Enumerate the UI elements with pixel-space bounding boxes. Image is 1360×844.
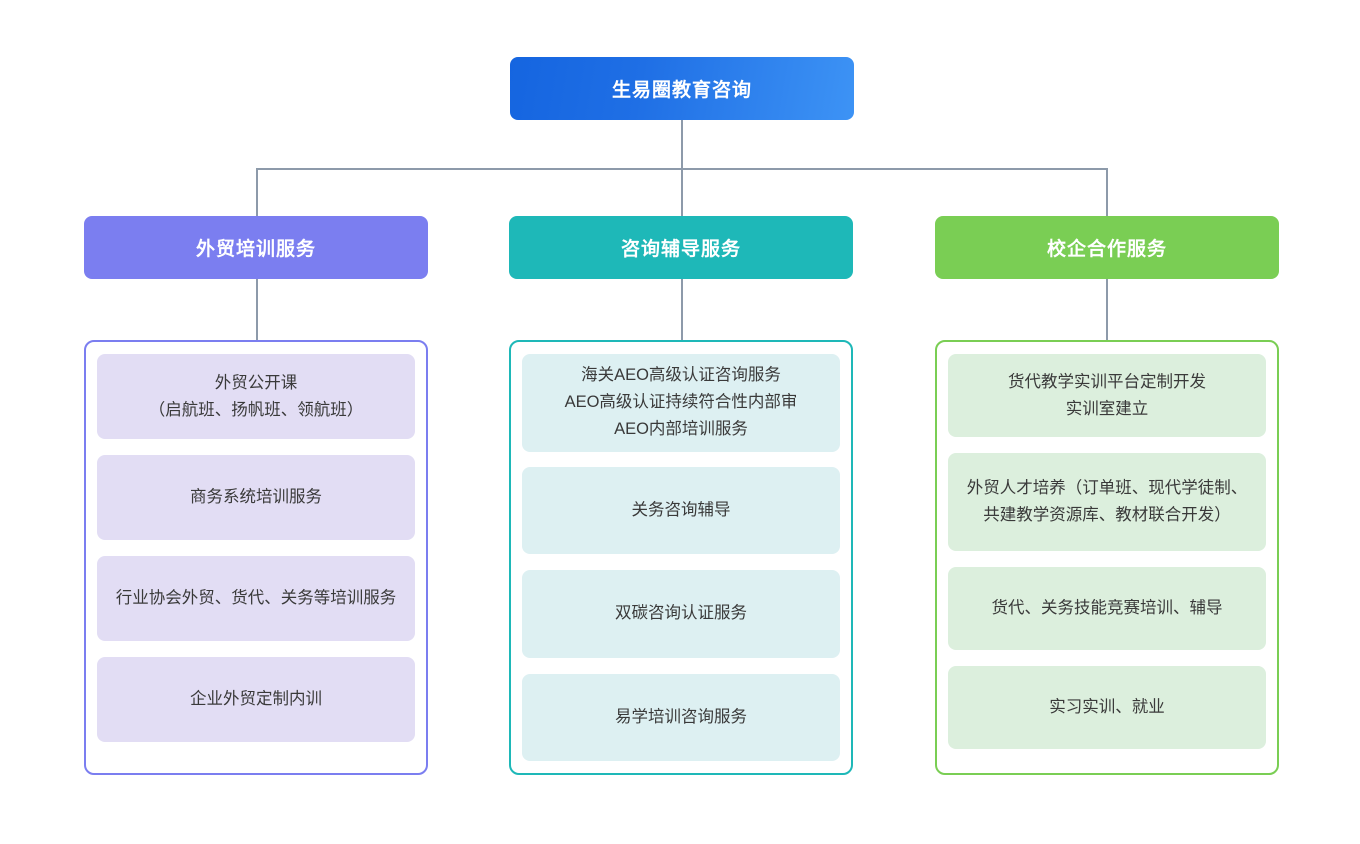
root-node[interactable]: 生易圈教育咨询 (510, 57, 854, 120)
connector-header-body-right (1106, 279, 1108, 341)
branch-column-consulting: 咨询辅导服务 海关AEO高级认证咨询服务 AEO高级认证持续符合性内部审 AEO… (509, 216, 853, 775)
leaf-item[interactable]: 实习实训、就业 (948, 666, 1266, 749)
leaf-item[interactable]: 货代、关务技能竞赛培训、辅导 (948, 567, 1266, 650)
connector-drop-middle (681, 168, 683, 216)
leaf-item[interactable]: 关务咨询辅导 (522, 466, 840, 555)
branch-column-training: 外贸培训服务 外贸公开课 （启航班、扬帆班、领航班） 商务系统培训服务 行业协会… (84, 216, 428, 775)
connector-header-body-left (256, 279, 258, 341)
leaf-item[interactable]: 外贸人才培养（订单班、现代学徒制、共建教学资源库、教材联合开发） (948, 453, 1266, 551)
leaf-item[interactable]: 双碳咨询认证服务 (522, 570, 840, 658)
connector-drop-left (256, 168, 258, 216)
leaf-item[interactable]: 易学培训咨询服务 (522, 673, 840, 761)
connector-header-body-middle (681, 279, 683, 341)
connector-drop-right (1106, 168, 1108, 216)
branch-body-school-enterprise: 货代教学实训平台定制开发 实训室建立 外贸人才培养（订单班、现代学徒制、共建教学… (935, 340, 1279, 775)
branch-header-training[interactable]: 外贸培训服务 (84, 216, 428, 279)
leaf-item[interactable]: 外贸公开课 （启航班、扬帆班、领航班） (97, 354, 415, 439)
branch-column-school-enterprise: 校企合作服务 货代教学实训平台定制开发 实训室建立 外贸人才培养（订单班、现代学… (935, 216, 1279, 775)
leaf-item[interactable]: 企业外贸定制内训 (97, 657, 415, 742)
leaf-item[interactable]: 商务系统培训服务 (97, 455, 415, 540)
leaf-item[interactable]: 货代教学实训平台定制开发 实训室建立 (948, 354, 1266, 437)
branch-body-consulting: 海关AEO高级认证咨询服务 AEO高级认证持续符合性内部审 AEO内部培训服务 … (509, 340, 853, 775)
branch-header-school-enterprise[interactable]: 校企合作服务 (935, 216, 1279, 279)
branch-body-training: 外贸公开课 （启航班、扬帆班、领航班） 商务系统培训服务 行业协会外贸、货代、关… (84, 340, 428, 775)
connector-root-stem (681, 120, 683, 168)
leaf-item[interactable]: 海关AEO高级认证咨询服务 AEO高级认证持续符合性内部审 AEO内部培训服务 (522, 354, 840, 452)
leaf-item[interactable]: 行业协会外贸、货代、关务等培训服务 (97, 556, 415, 641)
branch-header-consulting[interactable]: 咨询辅导服务 (509, 216, 853, 279)
